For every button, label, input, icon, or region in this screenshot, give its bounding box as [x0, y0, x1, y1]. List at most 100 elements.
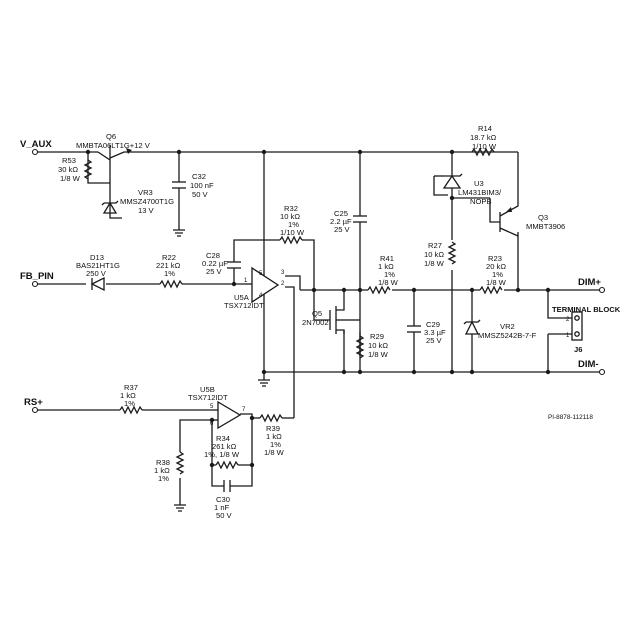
- r14-ref: R14: [478, 124, 492, 133]
- fb-pin-terminal: [31, 280, 39, 288]
- u5b-opamp: [212, 400, 242, 430]
- u3-shunt-regulator: [434, 172, 463, 203]
- net-label-fb-pin: FB_PIN: [20, 271, 54, 282]
- r29-v2: 1/8 W: [368, 350, 389, 359]
- c29-ref: C29: [426, 320, 440, 329]
- c25-ref: C25: [334, 209, 348, 218]
- net-label-dim-plus: DIM+: [578, 277, 601, 288]
- j6-ref: J6: [574, 345, 582, 354]
- u5b-v1: TSX712IDT: [188, 393, 228, 402]
- r27-v1: 10 kΩ: [424, 250, 444, 259]
- r34-resistor: [215, 460, 239, 470]
- net-label-v-aux: V_AUX: [20, 139, 52, 150]
- d13-ref: D13: [90, 253, 104, 262]
- vr2-v1: MMSZ5242B-7-F: [478, 331, 537, 340]
- r38-v1: 1 kΩ: [154, 466, 170, 475]
- c29-v1: 3.3 µF: [424, 328, 446, 337]
- r53-ref: R53: [62, 156, 76, 165]
- r41-resistor: [367, 285, 391, 295]
- r41-v1: 1 kΩ: [378, 262, 394, 271]
- rs-plus-terminal: [31, 406, 39, 414]
- vr2-ref: VR2: [500, 322, 515, 331]
- r39-resistor: [259, 413, 283, 423]
- r39-v3: 1/8 W: [264, 448, 285, 457]
- c30-v1: 1 nF: [214, 503, 230, 512]
- c28-v2: 25 V: [206, 267, 223, 276]
- vr3-v1: MMSZ4700T1G: [120, 197, 174, 206]
- u3-ref: U3: [474, 179, 484, 188]
- c32-v1: 100 nF: [190, 181, 214, 190]
- u5a-pin-4: 4: [259, 293, 263, 299]
- wire-network: [37, 151, 600, 505]
- r29-v1: 10 kΩ: [368, 341, 388, 350]
- r39-ref: R39: [266, 424, 280, 433]
- u5b-pin-7: 7: [242, 407, 246, 413]
- r41-v2: 1%: [384, 270, 395, 279]
- u5b-pin-6: 6: [210, 421, 214, 427]
- u5b-ref: U5B: [200, 385, 215, 394]
- q6-ref: Q6: [106, 132, 116, 141]
- r22-v1: 221 kΩ: [156, 261, 181, 270]
- r39-v1: 1 kΩ: [266, 432, 282, 441]
- r37-resistor: [119, 405, 143, 415]
- drawing-number: PI-8878-112118: [548, 414, 593, 421]
- v-aux-terminal: [31, 148, 39, 156]
- r22-ref: R22: [162, 253, 176, 262]
- ground-icon: [173, 229, 185, 237]
- r38-resistor: [175, 451, 185, 475]
- c32-ref: C32: [192, 172, 206, 181]
- q3-value: MMBT3906: [526, 222, 565, 231]
- r27-resistor: [447, 241, 457, 265]
- r14-v1: 18.7 kΩ: [470, 133, 497, 142]
- dim-plus-terminal: [598, 286, 606, 294]
- r29-ref: R29: [370, 332, 384, 341]
- c29-capacitor: [407, 325, 421, 333]
- q5-ref: Q5: [312, 309, 322, 318]
- c25-capacitor: [353, 215, 367, 223]
- r32-ref: R32: [284, 204, 298, 213]
- q5-mosfet: [329, 306, 345, 334]
- q3-ref: Q3: [538, 213, 548, 222]
- r41-ref: R41: [380, 254, 394, 263]
- r23-ref: R23: [488, 254, 502, 263]
- r37-ref: R37: [124, 383, 138, 392]
- u5a-pin-1: 1: [244, 278, 248, 284]
- ground-icon: [258, 379, 270, 387]
- r53-v1: 30 kΩ: [58, 165, 78, 174]
- r27-ref: R27: [428, 241, 442, 250]
- q5-v1: 2N7002: [302, 318, 329, 327]
- d13-diode: [90, 276, 105, 292]
- r34-v2: 1%, 1/8 W: [204, 450, 240, 459]
- j6-pin-2: 2: [566, 317, 570, 323]
- c32-v2: 50 V: [192, 190, 209, 199]
- c29-v2: 25 V: [426, 336, 443, 345]
- j6-title: TERMINAL BLOCK: [552, 305, 621, 314]
- q6-value: MMBTA06LT1G+12 V: [76, 141, 151, 150]
- u5a-pin-3: 3: [281, 270, 285, 276]
- r27-v2: 1/8 W: [424, 259, 445, 268]
- vr3-v2: 13 V: [138, 206, 155, 215]
- c30-ref: C30: [216, 495, 230, 504]
- ground-icon: [174, 504, 186, 512]
- r23-v1: 20 kΩ: [486, 262, 506, 271]
- u5a-opamp: [245, 266, 280, 304]
- c28-v1: 0.22 µF: [202, 259, 228, 268]
- r39-v2: 1%: [270, 440, 281, 449]
- c28-capacitor: [227, 261, 241, 269]
- net-label-dim-minus: DIM-: [578, 359, 599, 370]
- r23-resistor: [479, 285, 503, 295]
- u5a-ref: U5A: [234, 293, 250, 302]
- r23-v3: 1/8 W: [486, 278, 507, 287]
- r38-v2: 1%: [158, 474, 169, 483]
- r32-v3: 1/10 W: [280, 228, 305, 237]
- u3-v1: LM431BIM3/: [458, 188, 502, 197]
- q6-transistor: [97, 145, 136, 170]
- r53-v2: 1/8 W: [60, 174, 81, 183]
- c30-v2: 50 V: [216, 511, 233, 520]
- r34-ref: R34: [216, 434, 230, 443]
- u5a-pin-5: 5: [259, 271, 263, 277]
- vr2-zener: [463, 319, 481, 335]
- d13-v1: BAS21HT1G: [76, 261, 120, 270]
- r53-resistor: [83, 159, 93, 180]
